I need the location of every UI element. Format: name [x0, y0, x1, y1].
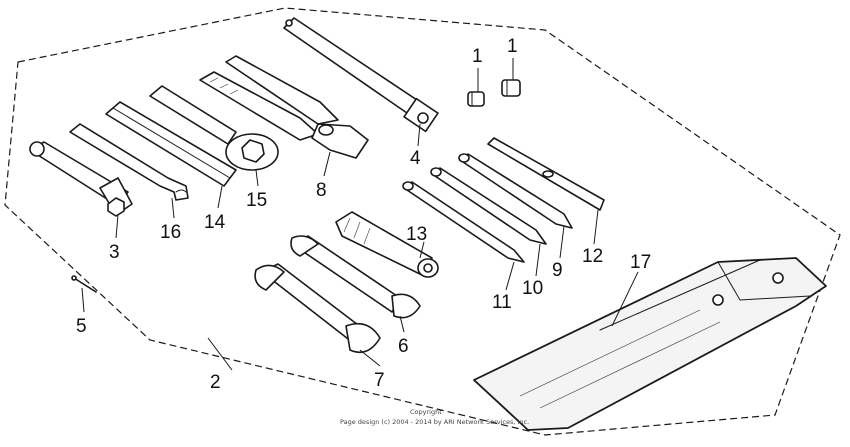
part-7-open-wrench — [254, 263, 381, 354]
part-14-flat-wrench — [105, 101, 237, 187]
callout-9: 9 — [552, 260, 563, 281]
part-17-tool-pouch — [473, 257, 827, 431]
callout-1b: 1 — [507, 36, 518, 57]
callout-8: 8 — [316, 180, 327, 201]
callout-11: 11 — [492, 292, 512, 313]
callout-7: 7 — [374, 370, 385, 391]
callout-2: 2 — [210, 372, 221, 393]
part-9-screwdriver-blade — [458, 153, 573, 229]
callout-17: 17 — [630, 252, 651, 273]
copyright-line-2: Page design (c) 2004 - 2014 by ARI Netwo… — [340, 418, 529, 426]
callout-4: 4 — [410, 148, 421, 169]
callout-16: 16 — [160, 222, 181, 243]
callout-6: 6 — [398, 336, 409, 357]
callout-13: 13 — [406, 224, 427, 245]
callout-labels: 1 1 2 3 4 5 6 7 8 9 10 11 12 13 14 15 16… — [76, 36, 651, 393]
copyright-line-1: Copyright — [410, 408, 442, 416]
part-6-open-wrench — [290, 235, 421, 319]
callout-1a: 1 — [472, 46, 483, 67]
kit-boundary — [4, 7, 841, 436]
callout-5: 5 — [76, 316, 87, 337]
part-16-hook-spanner — [69, 123, 189, 201]
callout-14: 14 — [204, 212, 226, 233]
part-1-caps — [467, 79, 521, 107]
part-3-socket-wrench — [29, 141, 133, 217]
part-4-extension-bar — [283, 17, 439, 133]
part-11-screwdriver-blade — [402, 181, 525, 263]
part-15-ring-spanner — [149, 85, 279, 171]
callout-3: 3 — [109, 242, 120, 263]
part-12-flat-blade — [487, 137, 605, 211]
part-10-screwdriver-blade — [430, 167, 547, 245]
part-8-pliers — [199, 55, 369, 159]
callout-12: 12 — [582, 246, 603, 267]
leader-lines — [81, 58, 639, 371]
callout-15: 15 — [246, 190, 267, 211]
part-13-screwdriver-handle — [335, 211, 439, 278]
part-5-pin — [71, 275, 97, 293]
callout-10: 10 — [522, 278, 543, 299]
